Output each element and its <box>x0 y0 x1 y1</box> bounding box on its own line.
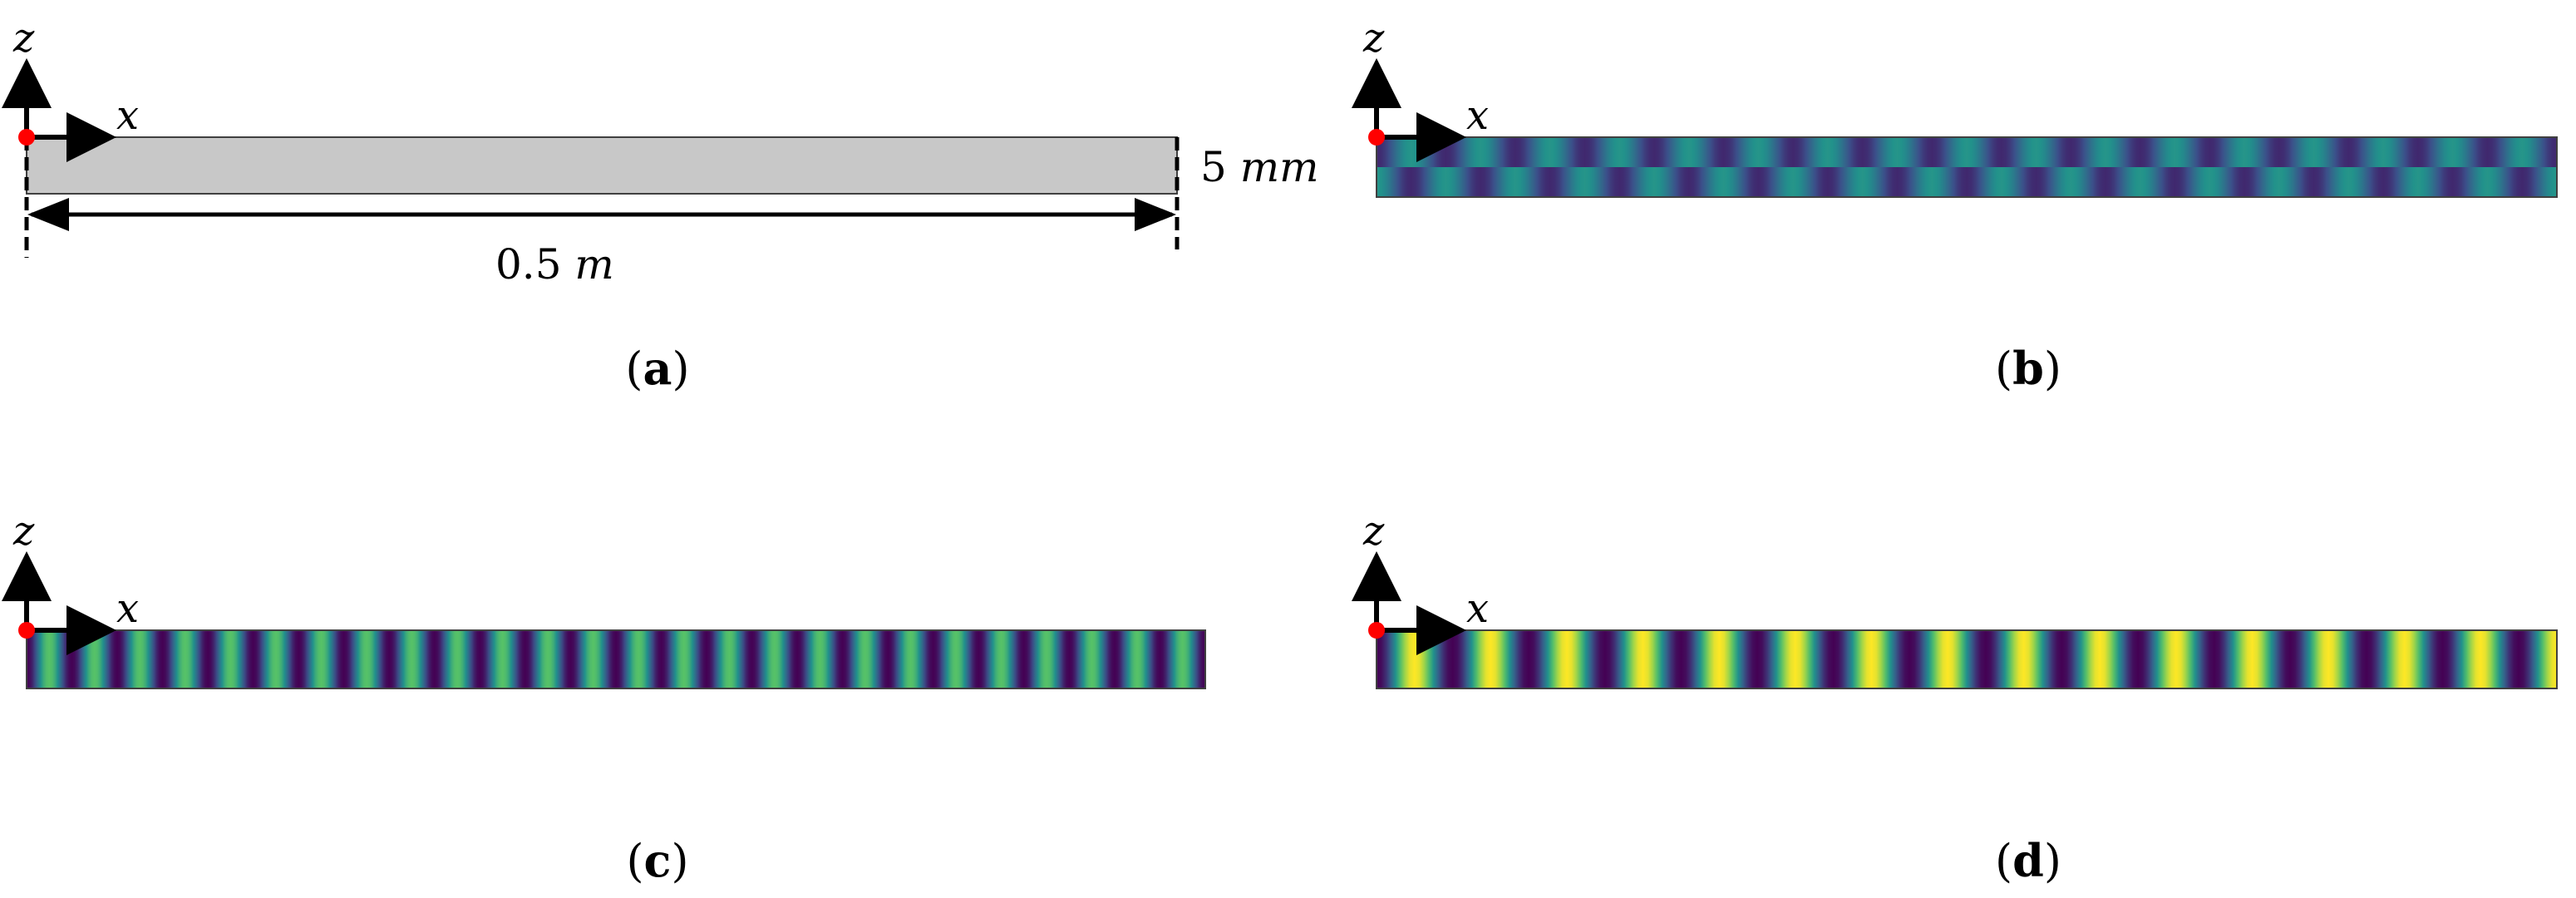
panel-c: z x (c) <box>1 508 1206 887</box>
x-axis-label-a: x <box>116 92 139 139</box>
panel-d: z x (d) <box>1352 508 2558 887</box>
origin-dot-d <box>1368 622 1385 639</box>
x-axis-label-c: x <box>116 585 139 632</box>
plate-b-lower <box>1377 167 2557 197</box>
plate-b-border <box>1376 136 2558 198</box>
origin-dot-a <box>18 129 35 146</box>
thickness-label: 5 mm <box>1200 143 1319 191</box>
z-axis-label-c: z <box>12 508 35 555</box>
plate-d <box>1376 629 2558 689</box>
x-axis-label-d: x <box>1466 585 1489 632</box>
caption-c: (c) <box>626 834 688 887</box>
caption-a: (a) <box>625 342 689 395</box>
z-axis-label-d: z <box>1362 508 1385 555</box>
z-axis-label-a: z <box>12 15 35 62</box>
length-label: 0.5 m <box>495 240 614 289</box>
caption-b: (b) <box>1995 342 2061 395</box>
plate-b-upper <box>1377 137 2557 167</box>
z-axis-label-b: z <box>1362 15 1385 62</box>
origin-dot-b <box>1368 129 1385 146</box>
panel-a: 0.5 m 5 mm z x (a) <box>1 15 1319 395</box>
plate-a <box>26 136 1178 195</box>
plate-c <box>26 629 1206 689</box>
x-axis-label-b: x <box>1466 92 1489 139</box>
origin-dot-c <box>18 622 35 639</box>
panel-b: z x (b) <box>1352 15 2558 395</box>
caption-d: (d) <box>1995 834 2061 887</box>
